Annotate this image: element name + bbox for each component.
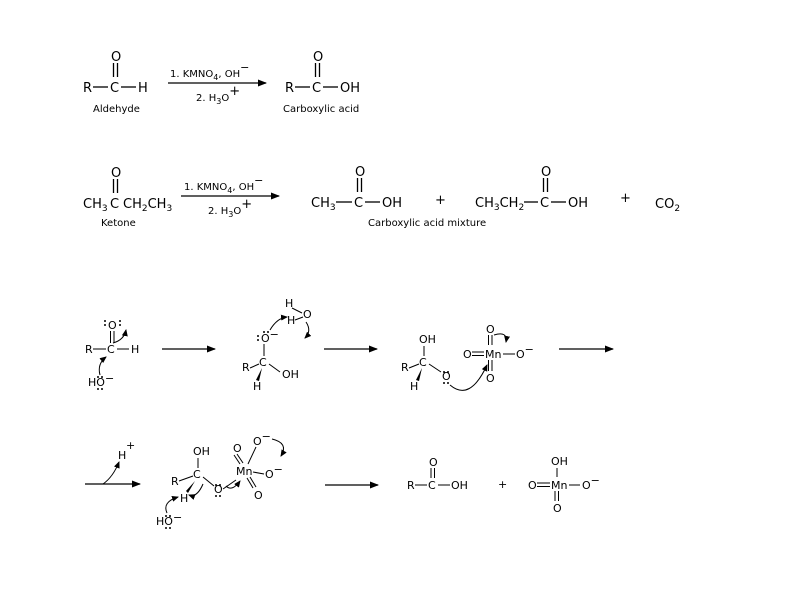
svg-text:C: C	[354, 196, 363, 211]
svg-text:O−: O−	[265, 463, 283, 481]
svg-text:OH: OH	[551, 455, 568, 468]
svg-text:O: O	[486, 323, 495, 336]
aldehyde-h: H	[138, 81, 148, 96]
svg-text:R: R	[285, 81, 294, 96]
svg-text:O: O	[463, 348, 472, 361]
svg-text:C: C	[259, 356, 267, 369]
svg-text:HO−: HO−	[88, 372, 114, 389]
svg-text:O: O	[233, 442, 242, 455]
svg-text:+: +	[498, 478, 507, 491]
reaction-1-arrow: 1. KMNO4, OH− 2. H3O+	[168, 61, 267, 106]
svg-text:O−: O−	[516, 343, 534, 361]
svg-text:OH: OH	[340, 81, 360, 96]
svg-text:R: R	[171, 475, 179, 488]
svg-text:R: R	[401, 361, 409, 374]
svg-text:1. KMNO4, OH−: 1. KMNO4, OH−	[184, 174, 263, 195]
aldehyde-r: R	[83, 81, 92, 96]
carboxylic-acid-structure: R C OH O Carboxylic acid	[283, 50, 360, 115]
svg-text:H: H	[285, 297, 293, 310]
ketone-structure: CH3 C CH2CH3 O Ketone	[83, 166, 172, 229]
svg-text:R: R	[85, 343, 93, 356]
svg-text:H: H	[287, 314, 295, 327]
svg-text:OH: OH	[568, 196, 588, 211]
svg-text:C: C	[428, 479, 436, 492]
svg-text:OH: OH	[419, 333, 436, 346]
svg-text:C: C	[312, 81, 321, 96]
svg-text:OH: OH	[282, 368, 299, 381]
svg-text:OH: OH	[382, 196, 402, 211]
svg-text:O: O	[442, 370, 451, 383]
aldehyde-label: Aldehyde	[93, 104, 140, 115]
mechanism-step-2: H H O O− C R OH H	[242, 297, 312, 393]
svg-text:CH2CH3: CH2CH3	[123, 197, 172, 214]
plus-sign-2: +	[620, 191, 631, 206]
svg-text:OH: OH	[193, 445, 210, 458]
svg-text:2. H3O+: 2. H3O+	[208, 197, 252, 219]
svg-text:1. KMNO4, OH−: 1. KMNO4, OH−	[170, 61, 249, 82]
svg-text:H: H	[118, 449, 126, 462]
mechanism-step-4: H +	[85, 439, 141, 488]
svg-text:C: C	[107, 343, 115, 356]
svg-text:HO−: HO−	[156, 511, 182, 528]
svg-text:CH3: CH3	[83, 197, 108, 214]
ketone-label: Ketone	[101, 218, 136, 229]
svg-text:O: O	[429, 456, 438, 469]
svg-text:H: H	[131, 343, 139, 356]
svg-text:C: C	[419, 356, 427, 369]
reaction-2-arrow: 1. KMNO4, OH− 2. H3O+	[181, 174, 280, 219]
carboxylic-acid-label: Carboxylic acid	[283, 104, 359, 115]
svg-text:C: C	[110, 197, 119, 212]
svg-text:H: H	[180, 492, 188, 505]
svg-text:O: O	[486, 372, 495, 385]
svg-text:O−: O−	[261, 328, 279, 345]
acid-mixture-label: Carboxylic acid mixture	[368, 218, 486, 229]
svg-text:Mn: Mn	[236, 465, 252, 478]
svg-text:R: R	[407, 479, 415, 492]
mechanism-step-5: OH C R O H O O− Mn O− O HO−	[156, 430, 287, 529]
svg-text:O: O	[111, 166, 121, 181]
reaction-2: CH3 C CH2CH3 O Ketone 1. KMNO4, OH− 2. H…	[83, 165, 680, 229]
svg-text:2. H3O+: 2. H3O+	[196, 84, 240, 106]
svg-text:OH: OH	[451, 479, 468, 492]
carbon-dioxide: CO2	[655, 197, 680, 214]
svg-text:O: O	[355, 165, 365, 180]
svg-text:O: O	[214, 483, 223, 496]
mechanism-step-1: O R C H HO−	[85, 319, 139, 390]
final-products: O R C OH + OH O Mn O− O	[407, 455, 600, 515]
aldehyde-c: C	[110, 81, 119, 96]
svg-text:CH3CH2: CH3CH2	[475, 196, 524, 213]
svg-text:H: H	[410, 380, 418, 393]
svg-text:R: R	[242, 361, 250, 374]
aldehyde-o: O	[111, 50, 121, 65]
reaction-1: R C H O Aldehyde 1. KMNO4, OH− 2. H3O+ R…	[83, 50, 360, 115]
svg-text:CH3: CH3	[311, 196, 336, 213]
mechanism-step-3: OH C R O H O O Mn O− O	[401, 323, 534, 393]
svg-text:C: C	[540, 196, 549, 211]
svg-text:O−: O−	[253, 430, 271, 448]
svg-text:Mn: Mn	[485, 348, 501, 361]
aldehyde-structure: R C H O Aldehyde	[83, 50, 148, 115]
svg-text:O: O	[313, 50, 323, 65]
acetic-acid-structure: CH3 C OH O	[311, 165, 402, 213]
svg-text:O: O	[303, 308, 312, 321]
svg-text:O: O	[553, 502, 562, 515]
svg-text:O−: O−	[582, 474, 600, 492]
plus-sign-1: +	[435, 193, 446, 208]
svg-text:O: O	[528, 479, 537, 492]
svg-text:Mn: Mn	[551, 479, 567, 492]
svg-text:C: C	[193, 468, 201, 481]
propanoic-acid-structure: CH3CH2 C OH O	[475, 165, 588, 213]
svg-text:O: O	[541, 165, 551, 180]
svg-text:+: +	[126, 439, 135, 452]
svg-text:H: H	[253, 380, 261, 393]
svg-text:O: O	[108, 319, 117, 332]
svg-text:O: O	[254, 489, 263, 502]
